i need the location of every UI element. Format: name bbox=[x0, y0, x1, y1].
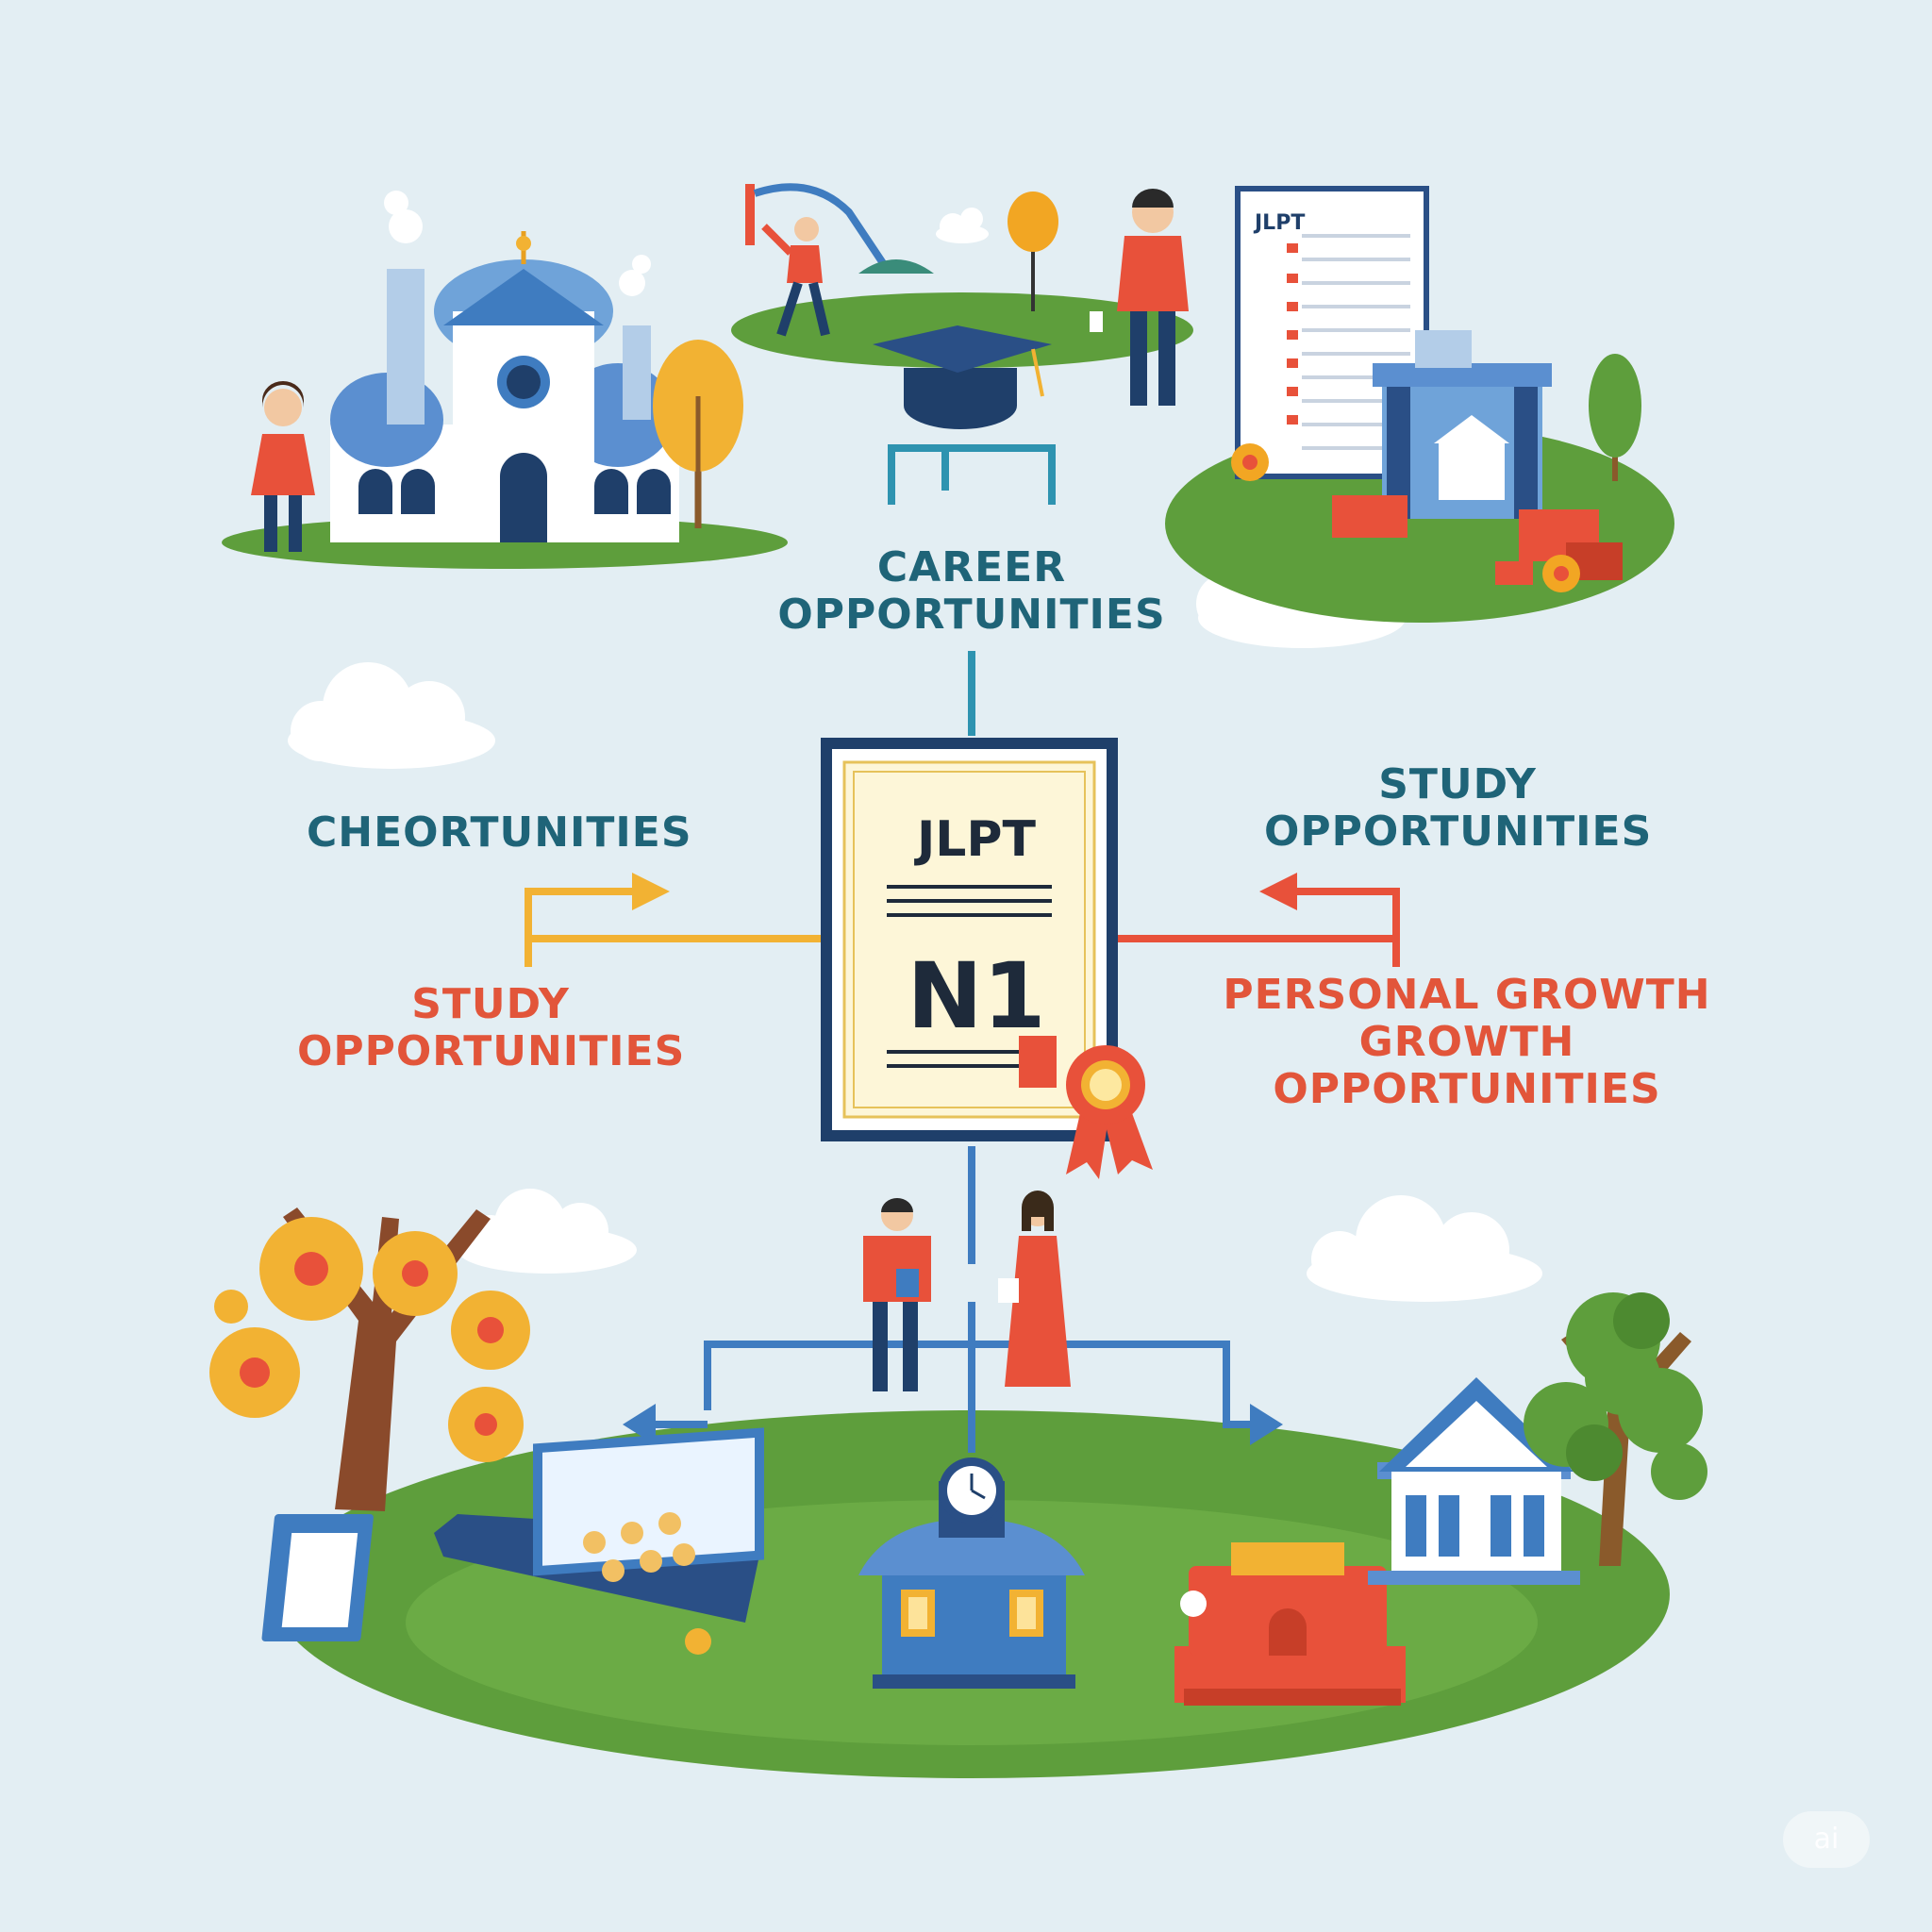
flag-icon bbox=[745, 183, 934, 274]
tree-icon bbox=[653, 340, 743, 528]
person-icon bbox=[251, 381, 315, 552]
certificate-title: JLPT bbox=[916, 811, 1037, 868]
personal-growth-label: PERSONAL GROWTH GROWTH OPPORTUNITIES bbox=[1223, 971, 1711, 1113]
cloud-icon bbox=[936, 208, 989, 243]
left-study-opportunities-label: STUDY OPPORTUNITIES bbox=[297, 980, 686, 1075]
person-icon bbox=[1090, 189, 1189, 406]
person-icon bbox=[761, 217, 830, 337]
cloud-icon bbox=[1307, 1195, 1542, 1302]
left-top-label: CHEORTUNITIES bbox=[307, 808, 692, 857]
person-icon bbox=[863, 1198, 931, 1391]
right-study-opportunities-label: STUDY OPPORTUNITIES bbox=[1264, 760, 1653, 856]
church-building-icon bbox=[330, 191, 679, 542]
cloud-icon bbox=[458, 1189, 637, 1274]
tree-icon bbox=[1524, 1292, 1707, 1566]
tree-icon bbox=[1008, 192, 1058, 311]
graduation-cap-icon bbox=[873, 325, 1052, 429]
right-arrowhead-icon bbox=[632, 873, 670, 910]
computer-icon bbox=[261, 1427, 764, 1655]
person-icon bbox=[998, 1191, 1071, 1387]
ai-watermark: ai bbox=[1783, 1811, 1870, 1868]
left-arrowhead-icon bbox=[623, 1404, 656, 1445]
left-arrow-connector bbox=[525, 888, 821, 967]
right-arrow-connector bbox=[1118, 888, 1400, 967]
bank-building-icon bbox=[1332, 330, 1623, 585]
book-stack-icon bbox=[1174, 1542, 1406, 1706]
right-arrowhead-icon bbox=[1250, 1404, 1283, 1445]
clock-building-icon bbox=[858, 1457, 1085, 1689]
award-ribbon-icon bbox=[1066, 1045, 1153, 1179]
top-bracket-connector bbox=[888, 444, 1056, 736]
career-opportunities-label: CAREER OPPORTUNITIES bbox=[777, 543, 1166, 639]
document-card-title: JLPT bbox=[1255, 211, 1306, 235]
flower-icon bbox=[1231, 443, 1580, 592]
certificate-level: N1 bbox=[907, 943, 1046, 1049]
bottom-tree-connector bbox=[651, 1146, 1255, 1453]
left-arrowhead-icon bbox=[1259, 873, 1297, 910]
house-icon bbox=[1368, 1377, 1580, 1585]
tree-icon bbox=[209, 1208, 530, 1511]
cloud-icon bbox=[288, 662, 495, 769]
tree-icon bbox=[1589, 354, 1641, 481]
